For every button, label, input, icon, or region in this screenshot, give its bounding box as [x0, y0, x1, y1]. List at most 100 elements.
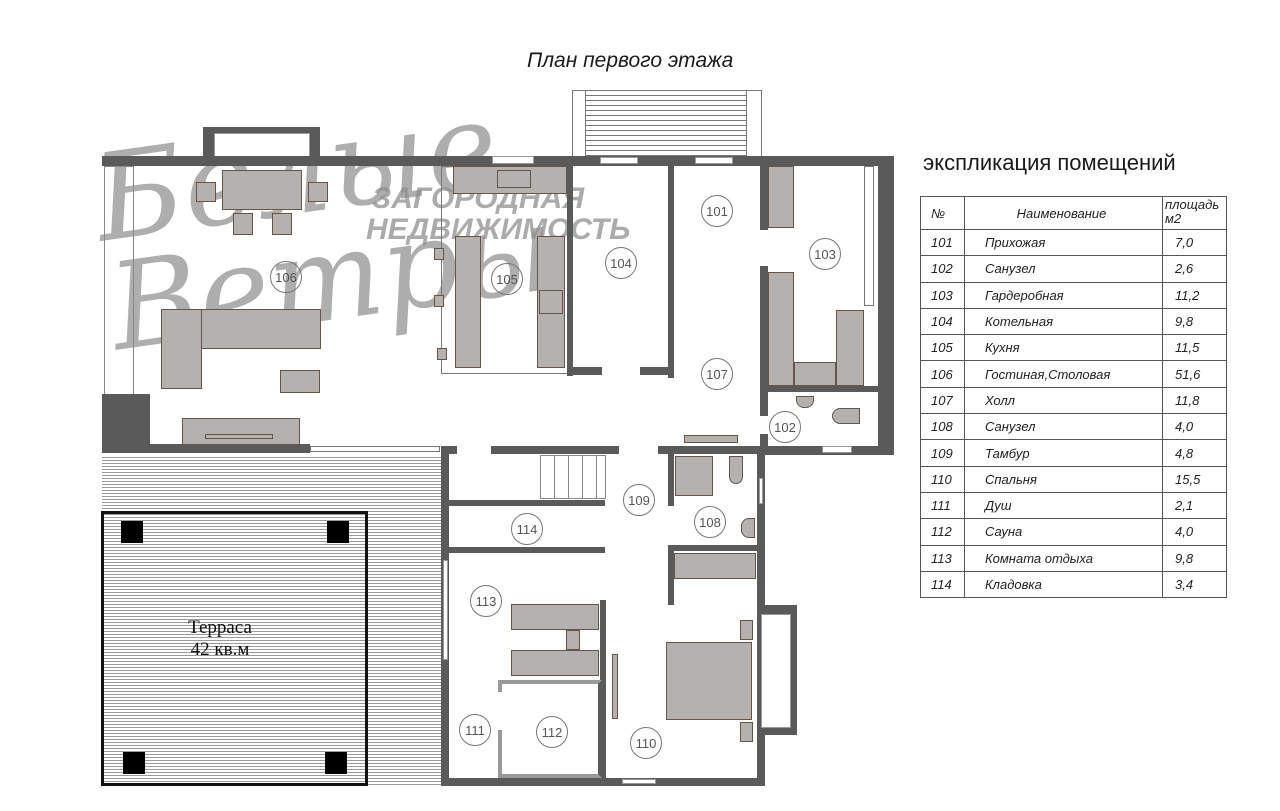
- header-no: №: [920, 196, 965, 230]
- wardrobe-bottom: [794, 362, 836, 386]
- room-marker-101: 101: [701, 195, 733, 227]
- sofa-chaise: [161, 309, 202, 389]
- terrace-post: [325, 752, 347, 774]
- cell-name: Тамбур: [964, 439, 1163, 467]
- cell-no: 103: [920, 281, 965, 309]
- wardrobe-upper: [768, 166, 794, 228]
- cell-no: 110: [920, 465, 965, 493]
- cell-name: Гардеробная: [964, 281, 1163, 309]
- tv-110: [612, 654, 618, 719]
- cell-no: 112: [920, 518, 965, 546]
- cell-area: 4,0: [1162, 413, 1227, 441]
- cell-no: 102: [920, 255, 965, 283]
- washbasin-102: [796, 396, 814, 408]
- bar-stool-2: [434, 295, 444, 307]
- wall-left-lower: [102, 394, 150, 446]
- cell-no: 107: [920, 386, 965, 415]
- room-marker-106: 106: [270, 261, 302, 293]
- wall-lower-top-1: [441, 446, 457, 454]
- wall-108-left: [668, 454, 674, 506]
- wall-103-bottom: [766, 386, 878, 392]
- terrace-post: [327, 521, 349, 543]
- cell-area: 11,2: [1162, 281, 1227, 309]
- room-marker-102: 102: [769, 411, 801, 443]
- cell-name: Холл: [964, 386, 1163, 415]
- kitchen-hob: [539, 290, 563, 314]
- wardrobe-110: [674, 553, 756, 579]
- tv-stand: [182, 418, 300, 445]
- cell-name: Котельная: [964, 307, 1163, 336]
- window-top-104: [600, 157, 638, 164]
- wall-lower-bottom: [441, 778, 761, 786]
- header-name: Наименование: [964, 196, 1163, 230]
- wall-right: [878, 156, 894, 448]
- cell-area: 15,5: [1162, 465, 1227, 493]
- double-bed: [666, 642, 752, 720]
- wall-103-lower: [760, 266, 768, 416]
- lounger-2: [511, 650, 599, 676]
- cell-area: 7,0: [1162, 228, 1227, 257]
- wall-lower-top-3: [658, 446, 760, 454]
- cell-area: 4,0: [1162, 518, 1227, 546]
- room-marker-108: 108: [694, 506, 726, 538]
- coffee-table: [280, 370, 320, 393]
- cell-name: Кладовка: [964, 570, 1163, 599]
- window-113: [443, 560, 448, 660]
- cell-area: 9,8: [1162, 544, 1227, 572]
- wall-114-top: [449, 500, 605, 506]
- cell-no: 108: [920, 413, 965, 441]
- room-marker-109: 109: [623, 484, 655, 516]
- cell-name: Душ: [964, 491, 1163, 520]
- kitchen-island: [455, 236, 481, 368]
- lounger-1: [511, 604, 599, 630]
- bay-window-glass: [761, 614, 791, 728]
- cell-name: Санузел: [964, 413, 1163, 441]
- window-102: [822, 446, 852, 453]
- wall-114-bottom: [449, 547, 605, 553]
- window-108: [759, 478, 763, 504]
- cell-area: 11,5: [1162, 334, 1227, 362]
- wardrobe-right: [836, 310, 864, 386]
- cell-area: 4,8: [1162, 439, 1227, 467]
- cell-name: Спальня: [964, 465, 1163, 493]
- terrace-area: 42 кв.м: [190, 639, 250, 660]
- room-marker-110: 110: [630, 727, 662, 759]
- room-marker-112: 112: [536, 716, 568, 748]
- window-110-bottom: [622, 779, 656, 784]
- terrace-name: Терраса: [188, 617, 252, 638]
- room-marker-104: 104: [605, 247, 637, 279]
- cell-area: 11,8: [1162, 386, 1227, 415]
- cell-no: 106: [920, 360, 965, 388]
- cell-name: Сауна: [964, 518, 1163, 546]
- living-glass-door: [310, 446, 440, 452]
- window-top-101: [695, 157, 733, 164]
- wall-102-left: [760, 434, 768, 448]
- bar-stool-1: [434, 248, 444, 260]
- tv: [205, 434, 273, 439]
- chimney-inner: [214, 133, 310, 159]
- cell-area: 3,4: [1162, 570, 1227, 599]
- wall-left-glass: [104, 166, 134, 396]
- cell-name: Комната отдыха: [964, 544, 1163, 572]
- sauna-door-gap: [496, 692, 504, 730]
- cell-name: Прихожая: [964, 228, 1163, 257]
- explication-title: экспликация помещений: [923, 150, 1176, 175]
- cell-area: 9,8: [1162, 307, 1227, 336]
- wall-104-bottom-left: [572, 367, 602, 375]
- nightstand-1: [740, 620, 753, 640]
- plan-title: План первого этажа: [527, 49, 734, 72]
- lounger-side-table: [566, 630, 580, 650]
- dining-chair-1: [196, 182, 216, 202]
- cell-no: 113: [920, 544, 965, 572]
- cell-name: Кухня: [964, 334, 1163, 362]
- dining-chair-2: [308, 182, 328, 202]
- wall-living-bottom: [102, 444, 310, 453]
